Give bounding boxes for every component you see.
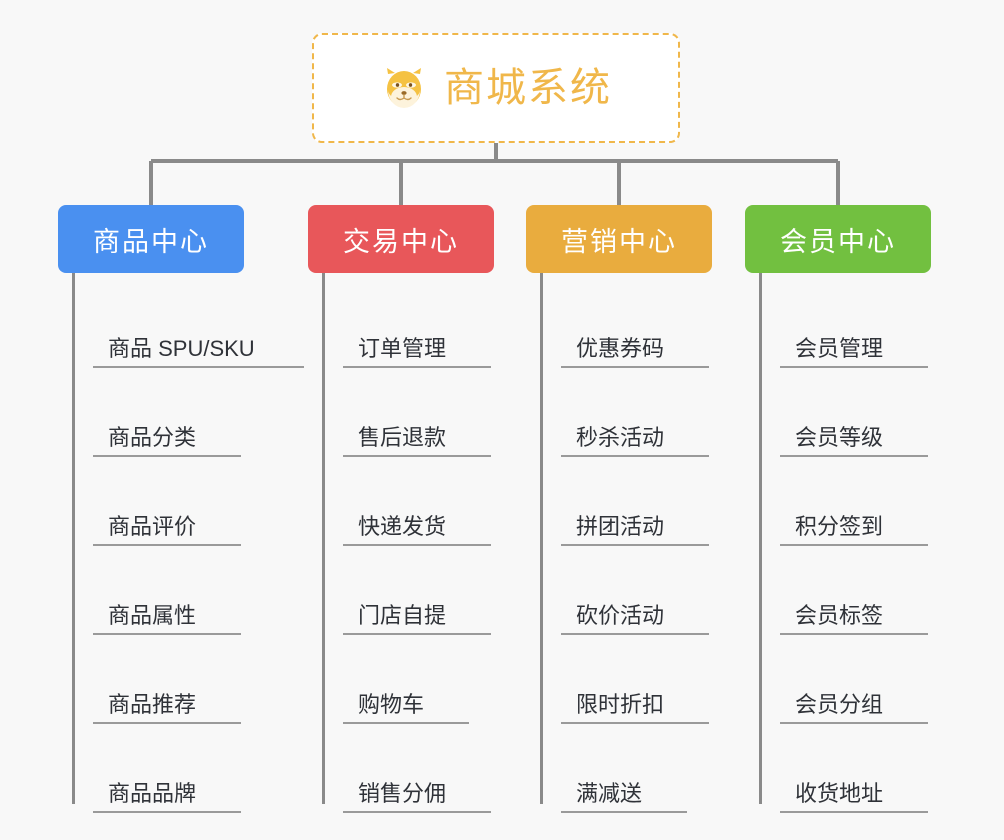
leaf-item[interactable]: 满减送 bbox=[561, 724, 762, 813]
branch-column-4: 会员中心 会员管理 会员等级 积分签到 会员标签 会员分组 bbox=[745, 205, 981, 813]
leaf-item[interactable]: 商品推荐 bbox=[93, 635, 294, 724]
leaf-underline bbox=[93, 544, 241, 546]
branch-column-3: 营销中心 优惠券码 秒杀活动 拼团活动 砍价活动 限时折扣 bbox=[526, 205, 762, 813]
leaf-label: 售后退款 bbox=[358, 425, 447, 450]
root-title: 商城系统 bbox=[444, 66, 612, 110]
leaf-underline bbox=[561, 811, 687, 813]
leaf-label: 秒杀活动 bbox=[576, 425, 665, 450]
leaf-underline bbox=[93, 633, 241, 635]
leaf-item[interactable]: 商品 SPU/SKU bbox=[93, 279, 304, 368]
leaf-item[interactable]: 优惠券码 bbox=[561, 279, 762, 368]
leaf-label: 限时折扣 bbox=[576, 692, 665, 717]
leaf-item[interactable]: 门店自提 bbox=[343, 546, 544, 635]
branch-title-2: 交易中心 bbox=[343, 226, 459, 257]
leaf-label: 订单管理 bbox=[358, 336, 447, 361]
leaf-underline bbox=[93, 366, 304, 368]
leaf-underline bbox=[780, 366, 928, 368]
leaf-underline bbox=[561, 544, 709, 546]
leaf-underline bbox=[343, 811, 491, 813]
leaf-label: 快递发货 bbox=[358, 514, 447, 539]
branch-column-2: 交易中心 订单管理 售后退款 快递发货 门店自提 购物车 bbox=[308, 205, 544, 813]
branch-header-1[interactable]: 商品中心 bbox=[58, 205, 244, 273]
leaf-label: 积分签到 bbox=[795, 514, 884, 539]
shiba-dog-face-icon bbox=[380, 64, 428, 112]
leaf-label: 满减送 bbox=[576, 781, 643, 806]
leaf-item[interactable]: 积分签到 bbox=[780, 457, 981, 546]
leaf-item[interactable]: 售后退款 bbox=[343, 368, 544, 457]
leaf-underline bbox=[780, 811, 928, 813]
branch-title-1: 商品中心 bbox=[93, 226, 209, 257]
leaf-item[interactable]: 商品评价 bbox=[93, 457, 294, 546]
branch-column-1: 商品中心 商品 SPU/SKU 商品分类 商品评价 商品属性 商品推荐 bbox=[58, 205, 304, 813]
leaf-label: 商品评价 bbox=[108, 514, 197, 539]
leaf-label: 购物车 bbox=[358, 692, 425, 717]
leaf-item[interactable]: 会员管理 bbox=[780, 279, 981, 368]
leaf-label: 商品推荐 bbox=[108, 692, 197, 717]
leaf-item[interactable]: 秒杀活动 bbox=[561, 368, 762, 457]
branch-header-3[interactable]: 营销中心 bbox=[526, 205, 712, 273]
leaf-item[interactable]: 会员等级 bbox=[780, 368, 981, 457]
leaf-underline bbox=[343, 633, 491, 635]
leaf-trunk-3 bbox=[540, 273, 543, 804]
leaf-item[interactable]: 订单管理 bbox=[343, 279, 544, 368]
leaf-label: 会员管理 bbox=[795, 336, 884, 361]
leaf-trunk-2 bbox=[322, 273, 325, 804]
leaf-label: 拼团活动 bbox=[576, 514, 665, 539]
leaf-stack-2: 订单管理 售后退款 快递发货 门店自提 购物车 销售分佣 bbox=[322, 273, 544, 813]
leaf-item[interactable]: 购物车 bbox=[343, 635, 544, 724]
leaf-item[interactable]: 销售分佣 bbox=[343, 724, 544, 813]
leaf-label: 商品属性 bbox=[108, 603, 197, 628]
leaf-label: 砍价活动 bbox=[576, 603, 665, 628]
leaf-item[interactable]: 商品品牌 bbox=[93, 724, 294, 813]
leaf-item[interactable]: 会员标签 bbox=[780, 546, 981, 635]
leaf-underline bbox=[561, 722, 709, 724]
leaf-item[interactable]: 限时折扣 bbox=[561, 635, 762, 724]
leaf-trunk-4 bbox=[759, 273, 762, 804]
leaf-stack-4: 会员管理 会员等级 积分签到 会员标签 会员分组 收货地址 bbox=[759, 273, 981, 813]
leaf-label: 收货地址 bbox=[795, 781, 884, 806]
root-node[interactable]: 商城系统 bbox=[312, 33, 680, 143]
branch-header-4[interactable]: 会员中心 bbox=[745, 205, 931, 273]
leaf-label: 会员等级 bbox=[795, 425, 884, 450]
leaf-underline bbox=[343, 455, 491, 457]
leaf-item[interactable]: 砍价活动 bbox=[561, 546, 762, 635]
leaf-label: 商品 SPU/SKU bbox=[108, 336, 255, 361]
leaf-underline bbox=[93, 722, 241, 724]
leaf-underline bbox=[561, 366, 709, 368]
leaf-underline bbox=[561, 455, 709, 457]
leaf-item[interactable]: 拼团活动 bbox=[561, 457, 762, 546]
leaf-underline bbox=[780, 722, 928, 724]
leaf-underline bbox=[93, 811, 241, 813]
leaf-item[interactable]: 会员分组 bbox=[780, 635, 981, 724]
leaf-underline bbox=[561, 633, 709, 635]
leaf-label: 商品分类 bbox=[108, 425, 197, 450]
leaf-underline bbox=[780, 633, 928, 635]
leaf-underline bbox=[343, 366, 491, 368]
leaf-label: 优惠券码 bbox=[576, 336, 665, 361]
leaf-trunk-1 bbox=[72, 273, 75, 804]
leaf-label: 会员标签 bbox=[795, 603, 884, 628]
leaf-item[interactable]: 商品属性 bbox=[93, 546, 294, 635]
leaf-label: 门店自提 bbox=[358, 603, 447, 628]
leaf-label: 会员分组 bbox=[795, 692, 884, 717]
leaf-stack-1: 商品 SPU/SKU 商品分类 商品评价 商品属性 商品推荐 商品品牌 bbox=[72, 273, 304, 813]
leaf-label: 商品品牌 bbox=[108, 781, 197, 806]
leaf-underline bbox=[343, 722, 469, 724]
leaf-stack-3: 优惠券码 秒杀活动 拼团活动 砍价活动 限时折扣 满减送 bbox=[540, 273, 762, 813]
branch-title-4: 会员中心 bbox=[780, 226, 896, 257]
leaf-item[interactable]: 商品分类 bbox=[93, 368, 294, 457]
branch-header-2[interactable]: 交易中心 bbox=[308, 205, 494, 273]
leaf-underline bbox=[780, 544, 928, 546]
leaf-underline bbox=[343, 544, 491, 546]
leaf-item[interactable]: 快递发货 bbox=[343, 457, 544, 546]
branch-title-3: 营销中心 bbox=[561, 226, 677, 257]
leaf-item[interactable]: 收货地址 bbox=[780, 724, 981, 813]
leaf-underline bbox=[780, 455, 928, 457]
leaf-underline bbox=[93, 455, 241, 457]
leaf-label: 销售分佣 bbox=[358, 781, 447, 806]
